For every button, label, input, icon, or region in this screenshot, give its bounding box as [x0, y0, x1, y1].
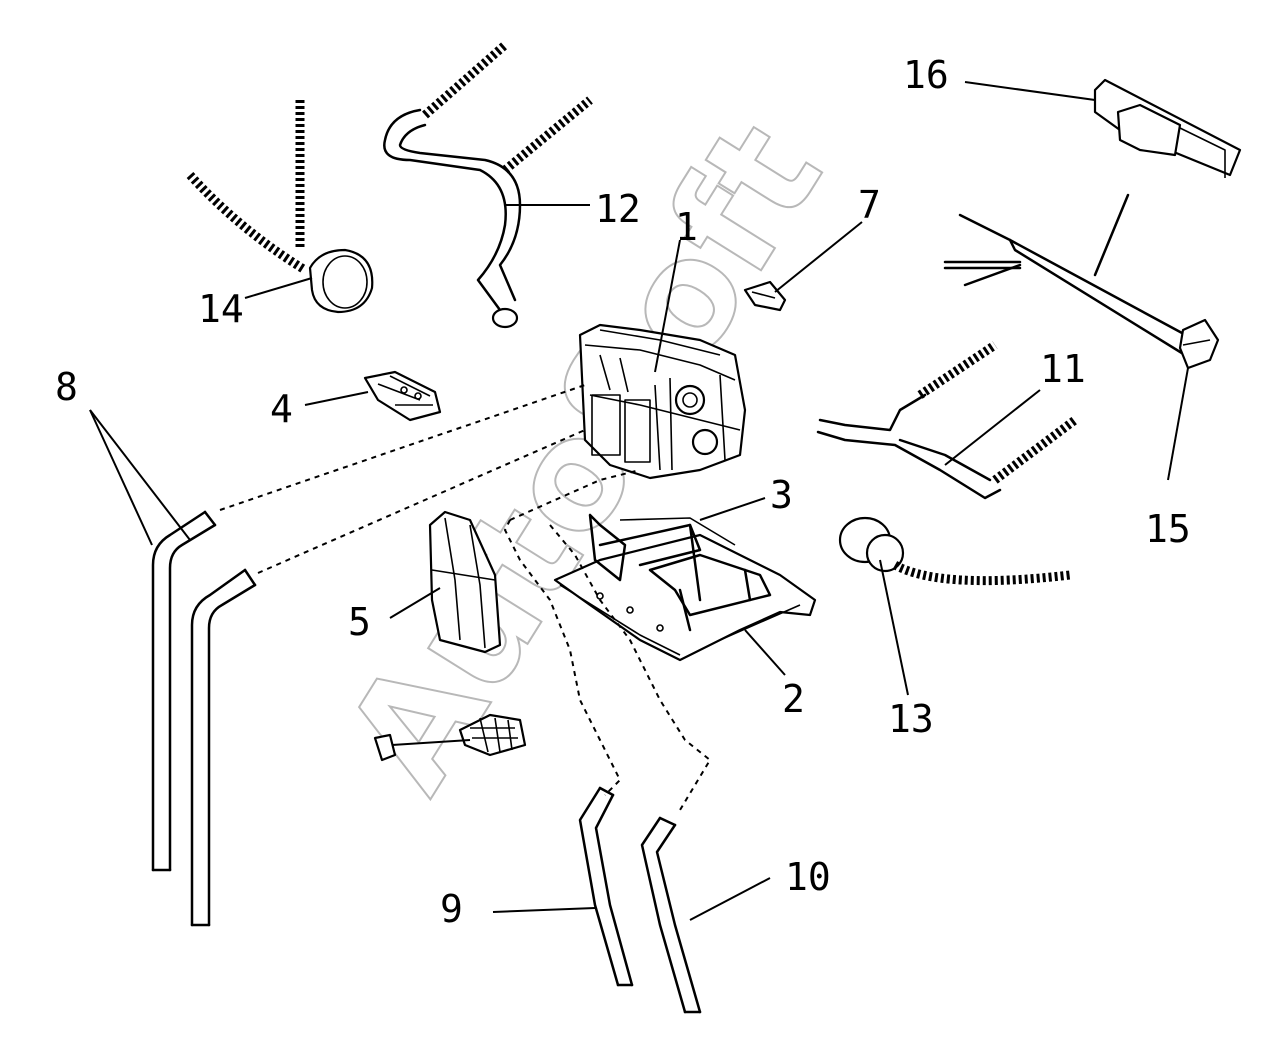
callout-labels: 1 2 3 4 5 7 8 9 10 11 12 13 14 15 16	[55, 53, 1191, 931]
part-14-cap-with-coils	[186, 100, 374, 314]
callout-3: 3	[770, 473, 793, 517]
callout-8: 8	[55, 365, 78, 409]
part-6-connector	[373, 713, 527, 762]
callout-10: 10	[785, 855, 831, 899]
part-7-clip	[743, 280, 787, 312]
callout-16: 16	[903, 53, 949, 97]
callout-13: 13	[888, 697, 934, 741]
callout-7: 7	[858, 183, 881, 227]
part-3-frame	[588, 513, 772, 632]
part-13-cap-with-coil	[838, 516, 1071, 586]
callout-14: 14	[198, 287, 244, 331]
callout-2: 2	[782, 677, 805, 721]
part-2-base-plate	[553, 533, 817, 662]
part-5-duct	[428, 510, 502, 654]
part-9-tube	[578, 786, 634, 987]
callout-9: 9	[440, 887, 463, 931]
part-15-sensor-rod	[943, 193, 1220, 370]
callout-15: 15	[1145, 507, 1191, 551]
assembly-lines	[219, 384, 712, 811]
part-4-bracket	[363, 370, 442, 422]
part-1-housing	[578, 323, 747, 480]
callout-4: 4	[270, 387, 293, 431]
callout-1: 1	[675, 205, 698, 249]
part-10-tube	[640, 816, 702, 1014]
callout-11: 11	[1040, 347, 1086, 391]
part-16-housing	[1093, 78, 1242, 178]
leader-lines	[89, 81, 1189, 921]
callout-5: 5	[348, 600, 371, 644]
callout-12: 12	[595, 187, 641, 231]
part-12-s-hose	[383, 41, 593, 329]
part-11-y-hose	[816, 341, 1078, 500]
part-8-tubes	[151, 510, 257, 927]
